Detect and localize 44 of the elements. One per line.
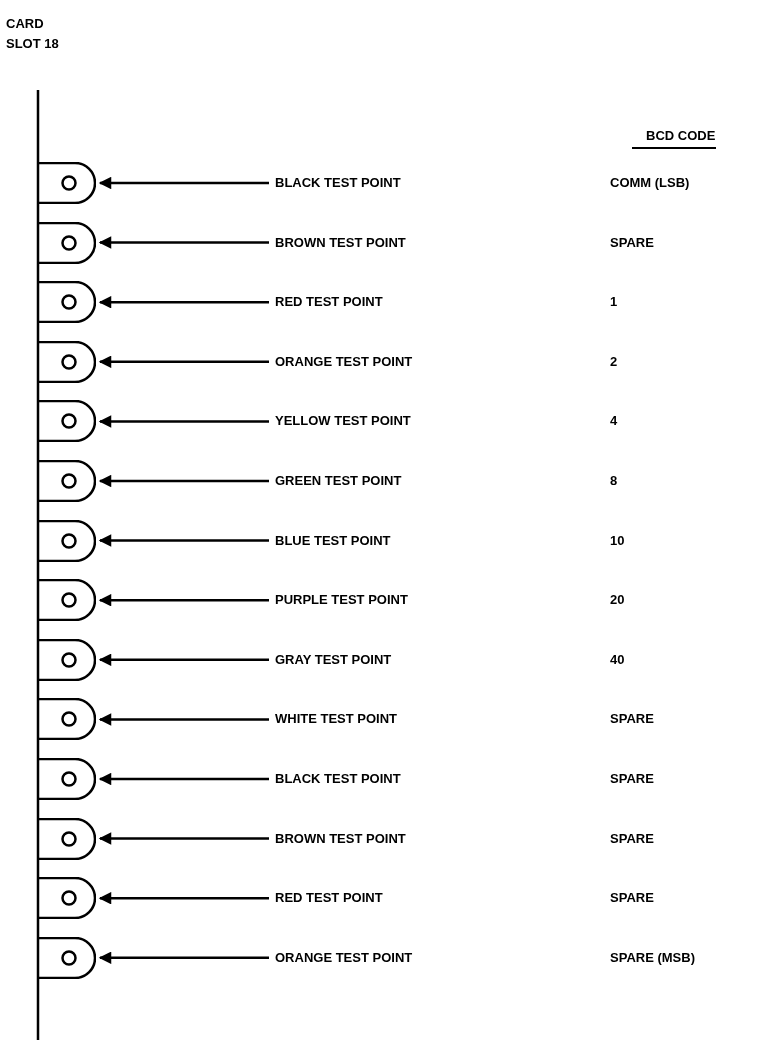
code-value: SPARE [610,890,654,907]
test-point-label: PURPLE TEST POINT [275,592,408,609]
code-value: SPARE (MSB) [610,949,695,966]
test-point-label: BLUE TEST POINT [275,532,391,549]
arrow [98,653,269,667]
arrow [98,474,269,488]
code-value: 20 [610,592,625,609]
code-value: SPARE [610,830,654,847]
arrow [98,891,269,905]
arrow [98,355,269,369]
arrow [98,176,269,190]
test-point-label: ORANGE TEST POINT [275,949,413,966]
code-value: 8 [610,473,618,489]
code-value: 10 [610,532,625,549]
test-point-label: RED TEST POINT [275,294,383,311]
test-point-label: BROWN TEST POINT [275,234,406,251]
code-value: SPARE [610,771,654,787]
arrow [98,951,269,965]
arrow [98,832,269,845]
test-point-label: BLACK TEST POINT [275,771,401,787]
code-value: 40 [610,651,625,668]
code-value: COMM (LSB) [610,175,690,191]
test-point-label: GREEN TEST POINT [275,473,402,489]
column-heading: BCD CODE [632,128,716,149]
code-value: 1 [610,294,618,311]
test-point-label: BROWN TEST POINT [275,830,406,847]
test-point-label: YELLOW TEST POINT [275,413,411,430]
arrow [98,593,269,607]
slot-heading: CARD SLOT 18 [6,15,60,53]
arrow [98,534,269,547]
code-value: SPARE [610,711,654,728]
test-point-label: ORANGE TEST POINT [275,353,413,370]
arrow [98,713,269,726]
test-point-label: WHITE TEST POINT [275,711,398,728]
code-value: 2 [610,353,618,370]
arrow [98,295,269,309]
code-value: 4 [610,413,618,430]
arrow [98,236,269,249]
test-point-label: RED TEST POINT [275,890,383,907]
code-value: SPARE [610,234,654,251]
arrow [98,415,269,428]
arrow [98,772,269,786]
test-point-label: GRAY TEST POINT [275,651,392,668]
test-point-label: BLACK TEST POINT [275,175,401,191]
